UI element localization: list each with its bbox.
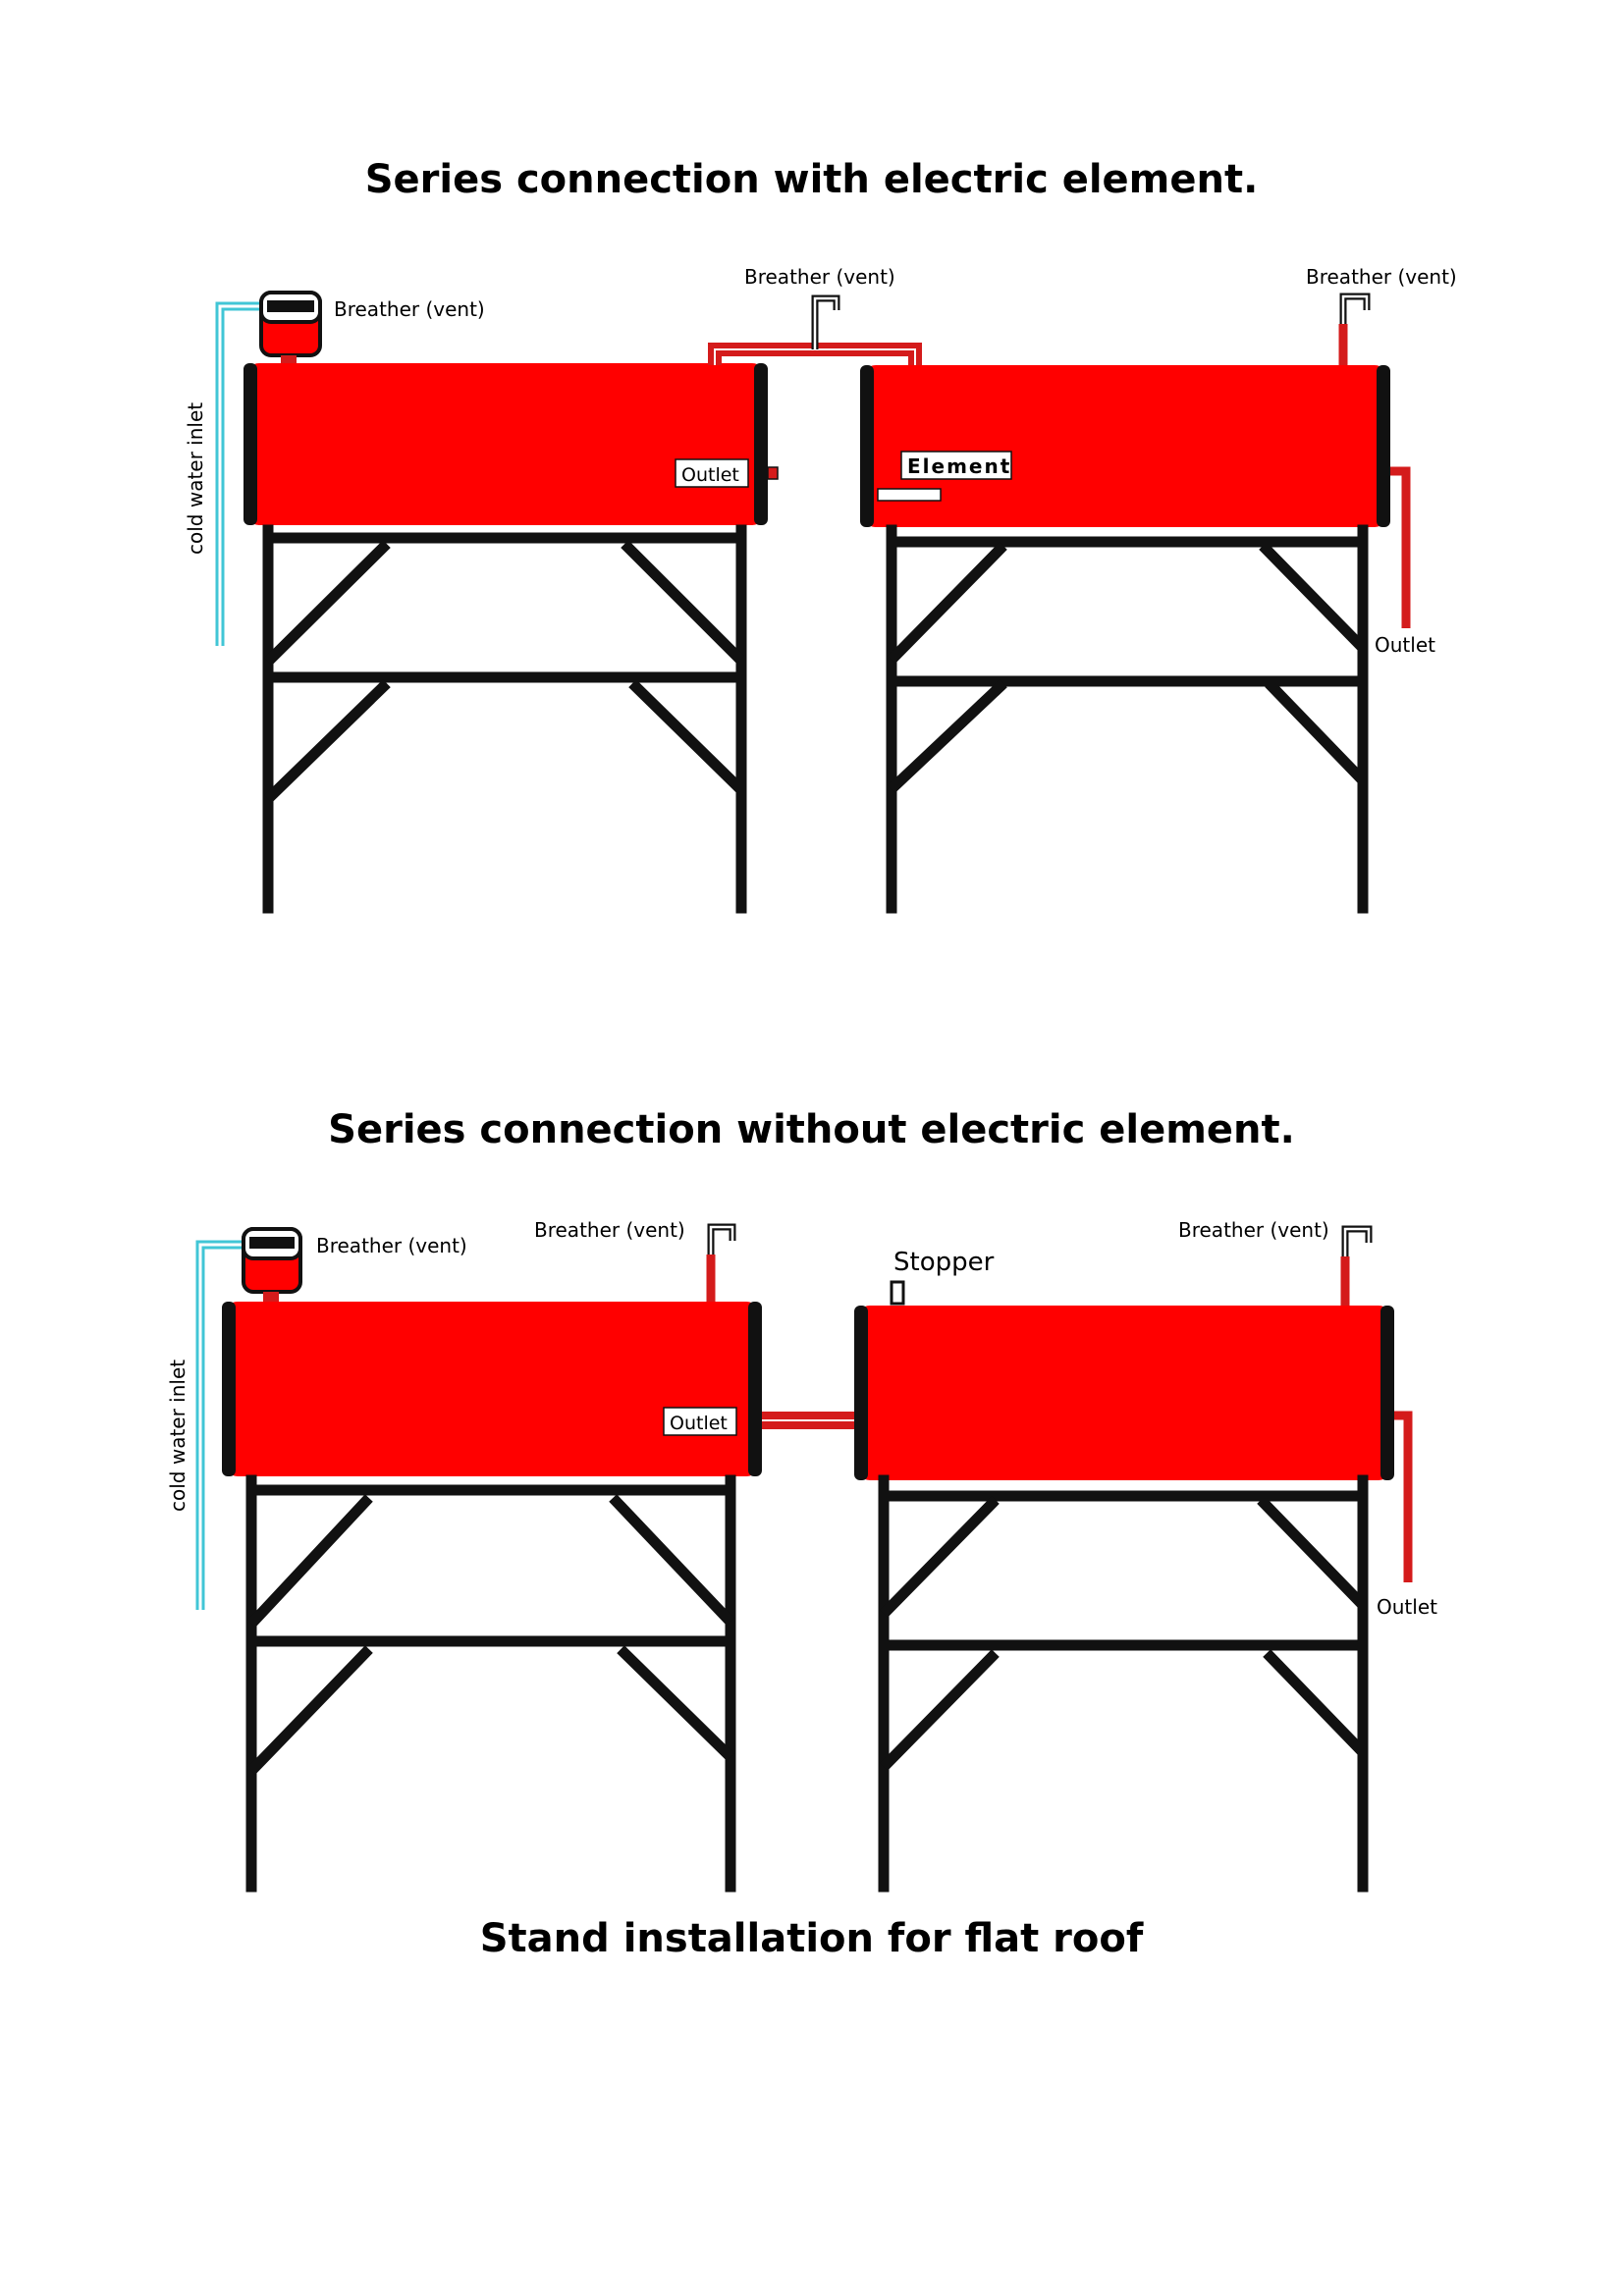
connecting-pipe <box>708 294 922 365</box>
header-tank <box>242 1227 302 1304</box>
left-breather-pipe <box>706 1223 736 1302</box>
breather-left-label: Breather (vent) <box>334 297 485 321</box>
title-without-element: Series connection without electric eleme… <box>328 1107 1295 1152</box>
breather-right-label: Breather (vent) <box>1306 265 1457 289</box>
element-box <box>900 451 1012 480</box>
cold-water-inlet-label: cold water inlet <box>166 1360 189 1512</box>
outlet-left-box <box>675 458 749 488</box>
stopper-label: Stopper <box>893 1248 995 1277</box>
right-stand <box>878 1474 1369 1893</box>
title-with-element: Series connection with electric element. <box>364 157 1259 202</box>
left-tank <box>243 363 768 525</box>
header-tank <box>259 291 322 365</box>
left-stand <box>245 1474 736 1893</box>
heating-element <box>877 488 942 502</box>
element-label: Element <box>907 454 1011 478</box>
title-stand-installation: Stand installation for flat roof <box>479 1916 1144 1961</box>
outlet-right-label: Outlet <box>1377 1595 1437 1619</box>
breather-left-label: Breather (vent) <box>316 1234 467 1257</box>
breather-right-label: Breather (vent) <box>1178 1218 1329 1242</box>
stopper <box>890 1280 905 1306</box>
right-tank <box>860 365 1390 527</box>
outlet-right-label: Outlet <box>1375 633 1435 657</box>
diagram-series-with-element: cold water inlet Breather (vent) Outlet … <box>184 265 1457 914</box>
outlet-left-label: Outlet <box>681 464 739 486</box>
right-outlet-pipe <box>1390 466 1411 628</box>
breather-middle-label: Breather (vent) <box>534 1218 685 1242</box>
breather-middle-label: Breather (vent) <box>744 265 895 289</box>
right-breather-pipe <box>1340 1225 1373 1306</box>
left-tank <box>222 1302 762 1476</box>
right-stand <box>886 524 1369 914</box>
outlet-left-box <box>663 1407 737 1436</box>
left-stand <box>262 524 747 914</box>
right-outlet-pipe <box>1394 1411 1413 1582</box>
outlet-left-label: Outlet <box>670 1413 728 1434</box>
right-breather-pipe <box>1338 293 1371 365</box>
cold-water-inlet-label: cold water inlet <box>184 402 207 555</box>
right-tank <box>854 1306 1394 1480</box>
diagram-series-without-element: cold water inlet Breather (vent) Breathe… <box>166 1218 1437 1893</box>
